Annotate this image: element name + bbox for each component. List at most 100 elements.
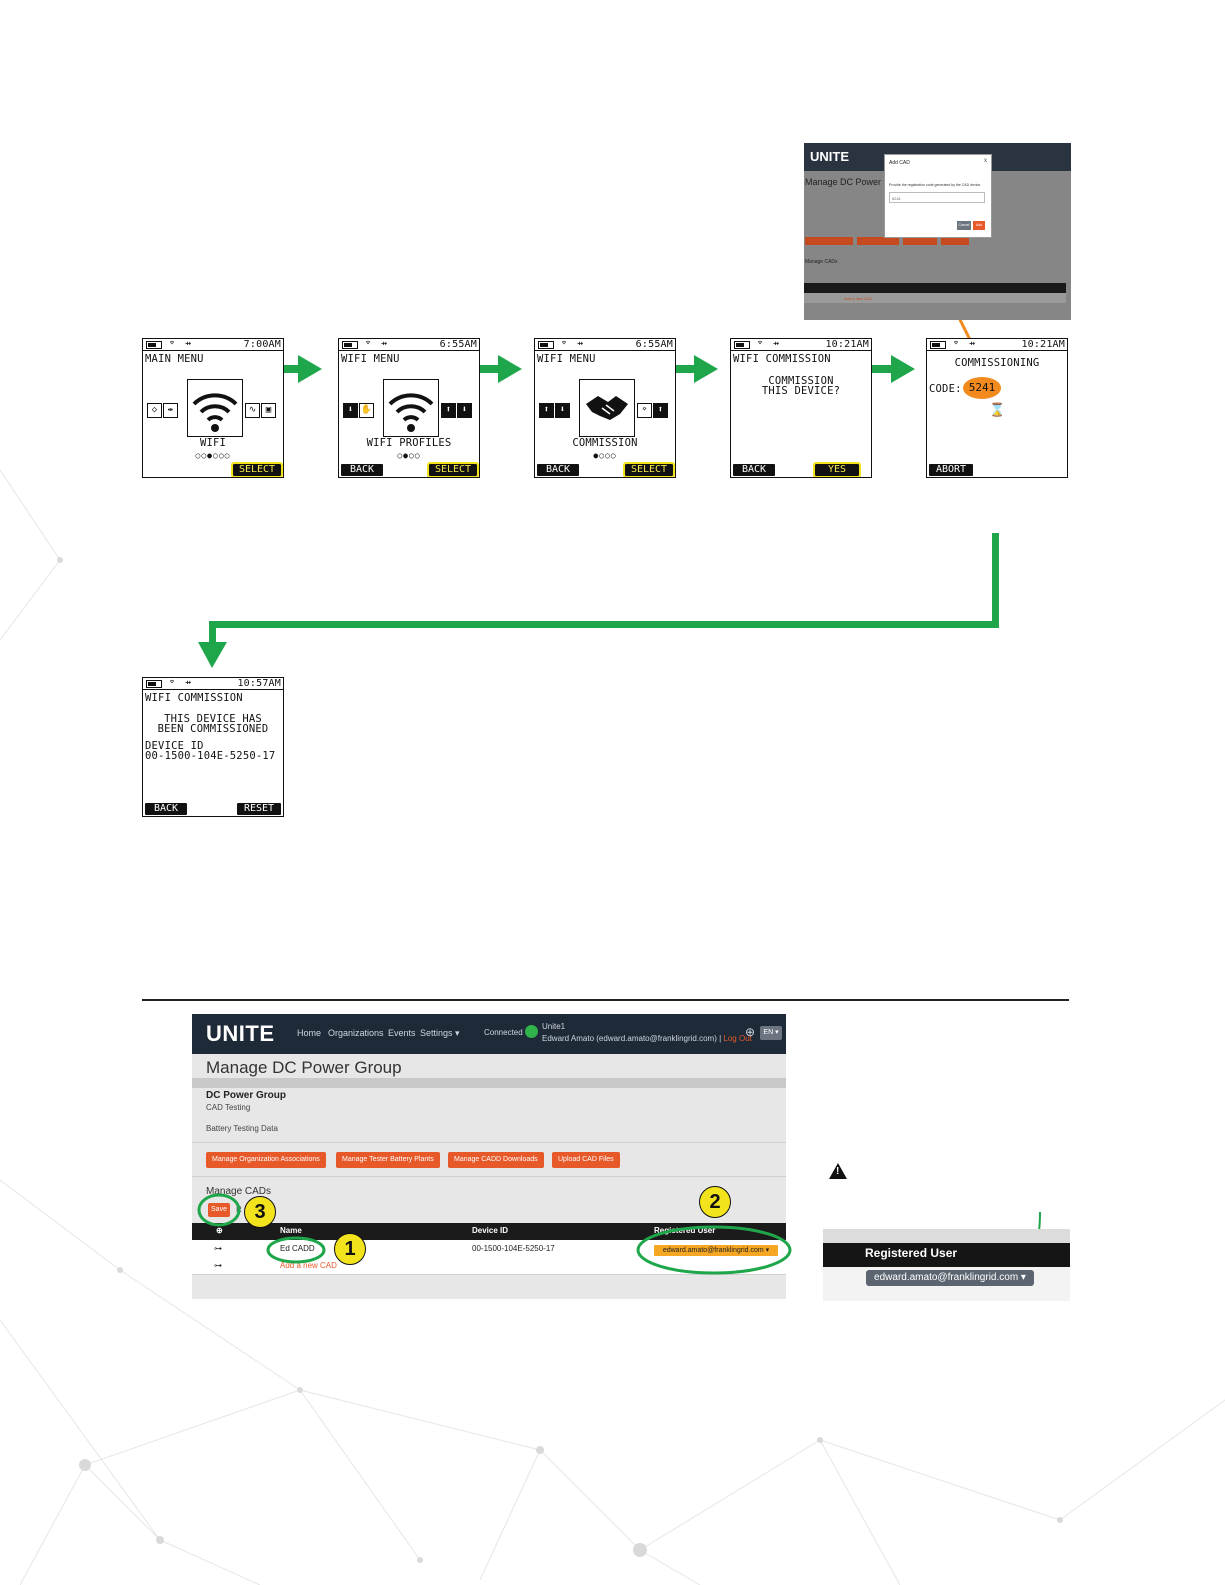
device-screen-commissioned: ⌔ ⇸ 10:57AM WIFI COMMISSION THIS DEVICE … [142, 677, 284, 817]
column-registered-user: Registered User [654, 1226, 716, 1235]
clock: 10:21AM [1021, 339, 1065, 350]
step-2-badge: 2 [699, 1186, 731, 1218]
menu-item-label: COMMISSION [572, 437, 638, 449]
unite-logo[interactable]: UNITE [206, 1021, 275, 1046]
down-arrow-icon: ⬇ [457, 403, 472, 418]
handshake-small-icon: ✋ [359, 403, 374, 418]
up-arrow-icon: ⬆ [441, 403, 456, 418]
modal-add-button[interactable]: Add [973, 221, 985, 230]
battery-icon [342, 341, 358, 349]
select-softkey[interactable]: SELECT [427, 462, 479, 477]
step-1-badge: 1 [334, 1233, 366, 1265]
manage-tester-battery-plants-button[interactable]: Manage Tester Battery Plants [336, 1152, 440, 1168]
usb-icon: ⇸ [577, 338, 584, 349]
back-softkey[interactable]: BACK [341, 464, 383, 476]
status-bar: ⌔ ⇸ 7:00AM [143, 339, 283, 351]
prompt-line-1: COMMISSION [768, 375, 834, 387]
status-line-2: BEEN COMMISSIONED [157, 723, 269, 735]
wifi-icon: ⌔ [953, 338, 960, 349]
back-softkey[interactable]: BACK [733, 464, 775, 476]
popup-add-new-link: Add a new CAD [844, 296, 873, 301]
back-softkey[interactable]: BACK [145, 803, 187, 815]
nav-events[interactable]: Events [388, 1028, 416, 1038]
device-screen-wifi-profiles: ⌔ ⇸ 6:55AM WIFI MENU ⬇ ✋ ⬆ ⬇ WIFI PROFIL… [338, 338, 480, 478]
page-dots: ○○●○○○ [195, 451, 231, 460]
popup-button-row [805, 237, 970, 245]
registered-user-dropdown[interactable]: edward.amato@franklingrid.com ▾ [654, 1245, 778, 1256]
screen-title: MAIN MENU [145, 353, 204, 365]
battery-icon [146, 680, 162, 688]
prompt-line-2: THIS DEVICE? [761, 385, 841, 397]
screen-title: WIFI COMMISSION [733, 353, 831, 365]
menu-item-label: WIFI PROFILES [366, 437, 452, 449]
device-screen-main-menu: ⌔ ⇸ 7:00AM MAIN MENU ◇ ⇹ ∿ ▣ WIFI ○○●○○○… [142, 338, 284, 478]
clock: 10:21AM [825, 339, 869, 350]
status-bar: ⌔ ⇸ 6:55AM [339, 339, 479, 351]
screen-title: WIFI MENU [537, 353, 596, 365]
back-softkey[interactable]: BACK [537, 464, 579, 476]
usb-icon: ⇸ [185, 338, 192, 349]
crop-top-band [823, 1229, 1070, 1243]
cad-name[interactable]: Ed CADD [280, 1244, 315, 1253]
wifi-icon [187, 379, 243, 437]
group-subtitle: CAD Testing [206, 1103, 251, 1112]
page-dots: ○●○○ [397, 451, 421, 460]
manage-organization-associations-button[interactable]: Manage Organization Associations [206, 1152, 326, 1168]
column-name: Name [280, 1226, 302, 1235]
wifi-icon: ⌔ [561, 338, 568, 349]
hourglass-icon: ⌛ [989, 403, 1006, 418]
popup-manage-cads: Manage CADs [805, 259, 838, 265]
globe-icon: ⊕ [745, 1025, 756, 1039]
cad-key-icon: ⊶ [214, 1261, 222, 1270]
nav-settings[interactable]: Settings ▾ [420, 1028, 460, 1038]
page-title: Manage DC Power Group [206, 1058, 402, 1077]
yes-softkey[interactable]: YES [813, 462, 861, 477]
registered-user-zoom: Registered User edward.amato@franklingri… [823, 1229, 1070, 1301]
select-softkey[interactable]: SELECT [231, 462, 283, 477]
organization-name: Unite1 [542, 1022, 566, 1031]
up-arrow-icon: ⬆ [653, 403, 668, 418]
modal-cancel-button[interactable]: Cancel [957, 221, 971, 230]
device-screen-commission-prompt: ⌔ ⇸ 10:21AM WIFI COMMISSION COMMISSION T… [730, 338, 872, 478]
battery-icon [734, 341, 750, 349]
usb-menu-icon: ⇹ [163, 403, 178, 418]
commission-code: 5241 [963, 377, 1001, 399]
up-arrow-icon: ⬆ [539, 403, 554, 418]
divider [192, 1142, 786, 1143]
popup-page-title: Manage DC Power Group [805, 177, 909, 187]
language-dropdown[interactable]: EN ▾ [760, 1026, 782, 1040]
user-info: Edward Amato (edward.amato@franklingrid.… [542, 1034, 752, 1043]
add-new-cad-link[interactable]: Add a new CAD [280, 1261, 337, 1270]
navbar: UNITE Home Organizations Events Settings… [192, 1014, 786, 1054]
logout-link[interactable]: Log Out [723, 1034, 752, 1043]
nav-home[interactable]: Home [297, 1028, 322, 1038]
nav-organizations[interactable]: Organizations [328, 1028, 384, 1038]
connected-icon [525, 1025, 538, 1038]
save-button[interactable]: Save [208, 1203, 230, 1217]
abort-softkey[interactable]: ABORT [929, 464, 973, 476]
clock: 7:00AM [243, 339, 281, 350]
device-id-value: 00-1500-104E-5250-17 [145, 750, 276, 762]
down-arrow-icon: ⬇ [343, 403, 358, 418]
usb-icon: ⇸ [381, 338, 388, 349]
select-softkey[interactable]: SELECT [623, 462, 675, 477]
device-screen-commissioning: ⌔ ⇸ 10:21AM COMMISSIONING CODE: 5241 ⌛ A… [926, 338, 1068, 478]
crop-header-band [823, 1243, 1070, 1267]
wifi-small-icon: ⌔ [637, 403, 652, 418]
reset-softkey[interactable]: RESET [237, 803, 281, 815]
modal-description: Provide the registration code generated … [889, 183, 982, 187]
upload-cad-files-button[interactable]: Upload CAD Files [552, 1152, 620, 1168]
modal-title: Add CAD [889, 160, 910, 166]
status-bar: ⌔ ⇸ 10:21AM [731, 339, 871, 351]
close-icon[interactable]: x [984, 158, 987, 164]
registered-user-select[interactable]: edward.amato@franklingrid.com ▾ [866, 1270, 1034, 1286]
status-line-1: THIS DEVICE HAS [164, 713, 262, 725]
manage-cadd-downloads-button[interactable]: Manage CADD Downloads [448, 1152, 544, 1168]
device-id-label: DEVICE ID [145, 740, 204, 752]
cube-icon: ◇ [147, 403, 162, 418]
registration-code-input[interactable]: 5241 [889, 192, 985, 203]
user-email: Edward Amato (edward.amato@franklingrid.… [542, 1034, 722, 1043]
menu-item-label: WIFI [199, 437, 227, 449]
add-cad-popup-screenshot: UNITE Manage DC Power Group Manage CADs … [804, 143, 1071, 320]
